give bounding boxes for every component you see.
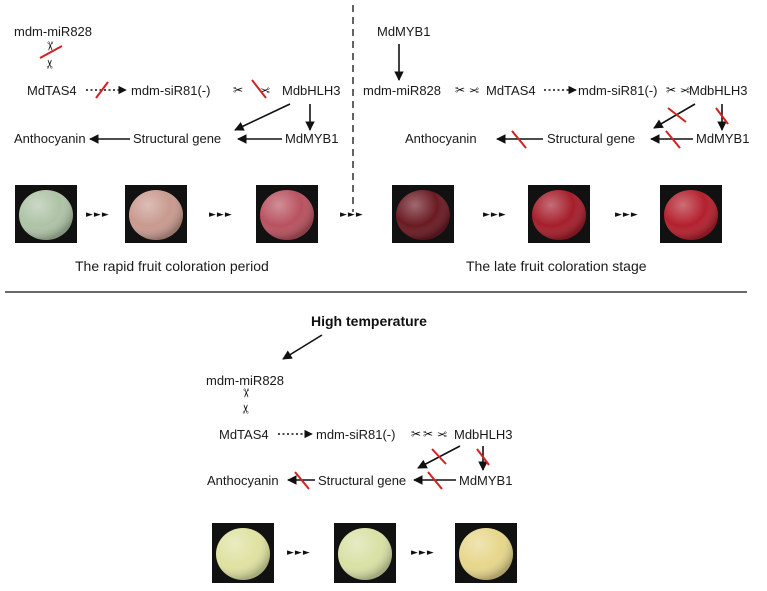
fruit-photo-row-bottom — [212, 523, 517, 583]
caption-rapid-coloration: The rapid fruit coloration period — [75, 258, 269, 274]
panel-late-coloration: MdMYB1 mdm-miR828 ✂ ✂ MdTAS4 mdm-siR81(-… — [363, 24, 749, 149]
fruit-photo-row-top — [15, 185, 722, 243]
p2-mdm-sir81-label: mdm-siR81(-) — [578, 83, 657, 98]
p3-inhibition-mark-structural-anthocyanin — [294, 471, 310, 490]
p2-inhibition-mark-bhlh3-structural — [667, 107, 687, 123]
p1-mdmyb1-label: MdMYB1 — [285, 131, 338, 146]
p1-scissors-icon-lower: ✂ — [43, 59, 57, 69]
fruit-photo-top-1 — [15, 185, 77, 243]
p3-mdmyb1-label: MdMYB1 — [459, 473, 512, 488]
p3-structural-gene-label: Structural gene — [318, 473, 406, 488]
fruit-photo-top-4 — [392, 185, 454, 243]
p1-mdm-sir81-label: mdm-siR81(-) — [131, 83, 210, 98]
top-continuation-marker-2: ►►► — [209, 210, 233, 220]
fruit-photo-top-3 — [256, 185, 318, 243]
p2-mdmyb1-label: MdMYB1 — [696, 131, 749, 146]
top-continuation-marker-5: ►►► — [615, 210, 639, 220]
panel-high-temperature: High temperature mdm-miR828 ✂ ✂ MdTAS4 m… — [206, 313, 513, 490]
p3-mdm-mir828-label: mdm-miR828 — [206, 373, 284, 388]
panel-rapid-coloration: mdm-miR828 ✂ ✂ MdTAS4 mdm-siR81(-) ✂ ✂ M… — [14, 24, 341, 146]
p2-mdm-mir828-label: mdm-miR828 — [363, 83, 441, 98]
fruit-photo-bottom-3 — [455, 523, 517, 583]
p1-scissors-icon-left: ✂ — [233, 83, 243, 97]
p3-scissors-icon-upper: ✂ — [239, 388, 253, 398]
p3-scissors-icon-middle: ✂ — [423, 427, 433, 441]
p3-mdtas4-label: MdTAS4 — [219, 427, 269, 442]
top-continuation-marker-4: ►►► — [483, 210, 507, 220]
p3-scissors-icon-left: ✂ — [411, 427, 421, 441]
p2-inhibition-mark-bhlh3-myb1 — [715, 107, 729, 125]
p2-inhibition-mark-myb1-structural — [665, 130, 681, 149]
p2-scissors-icon-right: ✂ — [469, 83, 479, 97]
fruit-photo-top-5 — [528, 185, 590, 243]
p1-mdbhlh3-label: MdbHLH3 — [282, 83, 341, 98]
p1-mdm-mir828-label: mdm-miR828 — [14, 24, 92, 39]
p1-inhibition-mark-mir828 — [39, 45, 63, 59]
p3-inhibition-mark-bhlh3-structural — [431, 448, 447, 465]
p1-inhibition-mark-tas4 — [95, 81, 109, 99]
p2-bhlh3-to-structural-arrow — [653, 103, 696, 129]
p2-scissors-icon-left-2: ✂ — [666, 83, 676, 97]
p1-bhlh3-to-structural-arrow — [234, 103, 291, 131]
p2-mdtas4-label: MdTAS4 — [486, 83, 536, 98]
p1-anthocyanin-label: Anthocyanin — [14, 131, 86, 146]
bottom-continuation-marker-1: ►►► — [287, 548, 311, 558]
bottom-continuation-marker-2: ►►► — [411, 548, 435, 558]
p2-mdmyb1-top-label: MdMYB1 — [377, 24, 430, 39]
p3-mdm-sir81-label: mdm-siR81(-) — [316, 427, 395, 442]
fruit-photo-bottom-1 — [212, 523, 274, 583]
p3-scissors-icon-right: ✂ — [437, 427, 447, 441]
fruit-photo-bottom-2 — [334, 523, 396, 583]
p2-mdbhlh3-label: MdbHLH3 — [689, 83, 748, 98]
p2-inhibition-mark-structural-anthocyanin — [511, 130, 527, 149]
p2-scissors-icon-right-2: ✂ — [680, 83, 690, 97]
p1-inhibition-mark-scissors — [251, 79, 267, 99]
p1-scissors-icon-right: ✂ — [260, 83, 270, 97]
high-temperature-header: High temperature — [311, 313, 427, 329]
p3-scissors-icon-lower: ✂ — [239, 404, 253, 414]
p1-scissors-icon-upper: ✂ — [43, 41, 57, 51]
p3-inhibition-mark-bhlh3-myb1 — [476, 448, 490, 466]
p1-mdtas4-label: MdTAS4 — [27, 83, 77, 98]
p1-structural-gene-label: Structural gene — [133, 131, 221, 146]
fruit-photo-top-6 — [660, 185, 722, 243]
fruit-photo-top-2 — [125, 185, 187, 243]
p2-scissors-icon-left: ✂ — [455, 83, 465, 97]
p3-mdbhlh3-label: MdbHLH3 — [454, 427, 513, 442]
top-continuation-marker-1: ►►► — [86, 210, 110, 220]
p3-inhibition-mark-myb1-structural — [427, 471, 443, 490]
p2-structural-gene-label: Structural gene — [547, 131, 635, 146]
p3-anthocyanin-label: Anthocyanin — [207, 473, 279, 488]
p2-anthocyanin-label: Anthocyanin — [405, 131, 477, 146]
p3-heat-to-mir828-arrow — [282, 334, 323, 360]
top-continuation-marker-3: ►►► — [340, 210, 364, 220]
caption-late-coloration: The late fruit coloration stage — [466, 258, 647, 274]
